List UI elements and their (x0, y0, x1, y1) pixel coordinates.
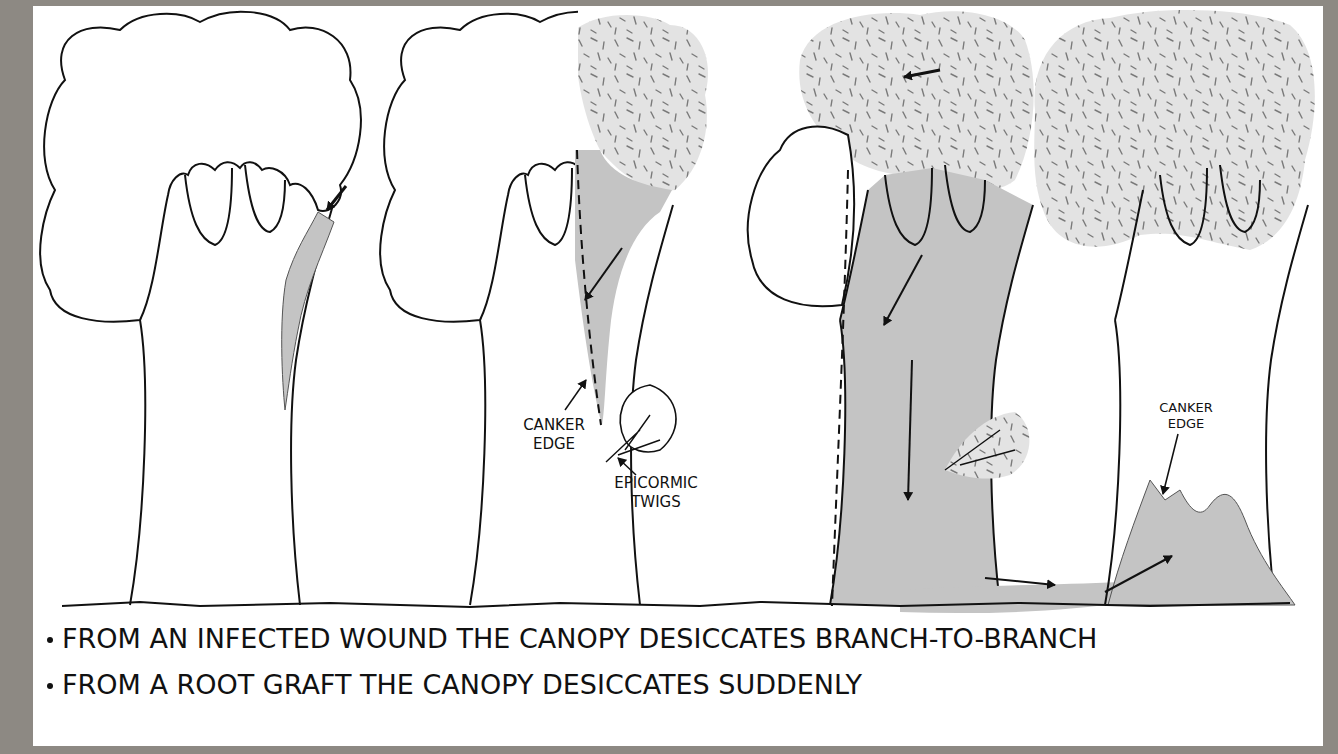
note-line: FROM AN INFECTED WOUND THE CANOPY DESICC… (62, 622, 1324, 656)
note-line: FROM A ROOT GRAFT THE CANOPY DESICCATES … (62, 668, 1324, 702)
paper-panel (33, 6, 1323, 746)
bullet (47, 637, 53, 643)
ground-line (62, 602, 1290, 607)
canker-edge-label: CANKER EDGE (1148, 400, 1224, 433)
tree-one (40, 12, 361, 605)
bullet (47, 683, 53, 689)
tree-two (380, 12, 708, 605)
tree-four (1034, 10, 1315, 605)
epicormic-label: EPICORMIC TWIGS (604, 474, 708, 512)
canker-edge-label: CANKER EDGE (514, 416, 594, 454)
